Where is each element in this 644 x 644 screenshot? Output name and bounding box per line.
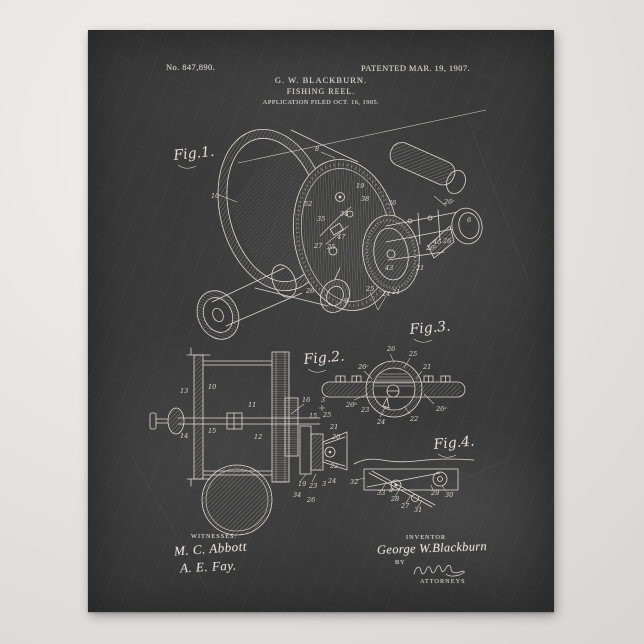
ref-numeral: 26ᵇ [425,244,437,252]
ref-numeral: 19 [298,480,306,488]
ref-numeral: 52 [304,200,312,208]
fig4-label-flourish [438,454,456,457]
ref-numeral: 24 [376,418,385,426]
ref-numeral: 34 [340,210,348,218]
rod-clamp-cylinder [387,139,459,189]
ref-numeral: 22 [329,462,338,470]
ref-numeral: 34 [293,491,301,499]
ref-numeral: 21 [329,423,338,431]
by-label: BY [395,559,405,566]
ref-numeral: 13 [180,387,188,395]
ref-numeral: 26ᶜ [443,198,455,206]
ref-numeral: 16 [302,396,310,404]
fig3-label-flourish [414,339,432,342]
fig2-label-flourish [308,369,326,372]
attorney-signature-squiggle [414,565,464,576]
ref-numeral: 26 [442,237,451,245]
fig1-label: Fig.1. [172,144,215,164]
ref-numeral: 33 [377,489,385,497]
ref-numeral: 3 [322,480,326,488]
fig2-label: Fig.2. [302,348,345,368]
ref-numeral: 20 [331,433,340,441]
fig1-label-flourish [178,165,196,168]
ref-numeral: 23 [360,406,369,414]
ref-numeral: 26ᵃ [435,405,447,413]
attorneys-label: ATTORNEYS [420,578,466,585]
patent-poster: No. 847,890. PATENTED MAR. 19, 1907. G. … [88,30,554,612]
ref-numeral: 25 [322,411,331,419]
ref-numeral: 21 [422,363,431,371]
ref-numeral: 32 [350,478,358,486]
ref-numeral: 35 [317,215,325,223]
ref-numeral: 24 [381,290,390,298]
ref-numeral: 19 [356,182,364,190]
ref-numeral: 21 [391,288,400,296]
ref-numeral: 25 [365,285,374,293]
ref-numeral: 9 [344,297,348,305]
ref-numeral: a [389,486,393,494]
left-end-plate [194,355,203,479]
ref-numeral: 15 [309,412,317,420]
spool-end-circle [202,465,272,535]
pinion-gear [285,398,298,456]
fig4-detail-view [354,459,474,507]
chalk-scratch [468,120,528,280]
ref-numeral: 14 [180,432,188,440]
ref-numeral: 26ᵇ [345,401,357,409]
ref-numeral: 8 [315,145,319,153]
ref-numeral: 29 [430,489,439,497]
broken-surface-line [354,459,474,464]
bar-hatch-right [419,384,461,396]
ref-numeral: 27 [400,502,410,510]
ref-numeral: 26ᶜ [357,363,369,371]
ref-numeral: 3 [321,396,325,404]
witness-signature-2: A. E. Fay. [180,558,237,577]
ref-numeral: 25 [408,350,417,358]
ref-numeral: 28 [390,495,399,503]
ref-numeral: 6 [467,216,471,224]
ref-numeral: 26 [386,345,395,353]
ref-numeral: 26 [306,496,315,504]
fig2-section-view [150,348,347,535]
ref-numeral: 47 [336,233,346,241]
ref-numeral: 12 [254,433,262,441]
fig1-fishing-reel-perspective [190,110,486,346]
ref-numeral: 15 [208,427,216,435]
ref-numeral: 11 [248,401,256,409]
ref-numeral: 10 [208,383,216,391]
fig4-reference-numerals: 32 33 a2827 31 29 30 [350,478,453,514]
ref-numeral: 23 [308,482,317,490]
fig4-label: Fig.4. [432,433,475,453]
ref-numeral: 25 [326,243,335,251]
ref-numeral: 24 [327,477,336,485]
ref-numeral: 22 [409,415,418,423]
ref-numeral: 31 [414,506,422,514]
ref-numeral: 26 [305,287,314,295]
ref-numeral: 36 [388,199,396,207]
bar-hatch-left [326,384,368,396]
ref-numeral: 21 [415,264,424,272]
axle-left-knob [150,408,184,434]
ring-inner-shading [374,374,414,386]
fig3-label: Fig.3. [408,318,451,338]
ref-numeral: 27 [313,242,323,250]
ref-numeral: 30 [445,491,453,499]
ref-numeral: 43 [384,264,393,272]
ref-numeral: 38 [361,195,369,203]
patent-drawing: Fig.1. 8105219383626ᶜ35344727254626ᵇ4321… [88,30,554,612]
ref-numeral: 10 [211,192,219,200]
